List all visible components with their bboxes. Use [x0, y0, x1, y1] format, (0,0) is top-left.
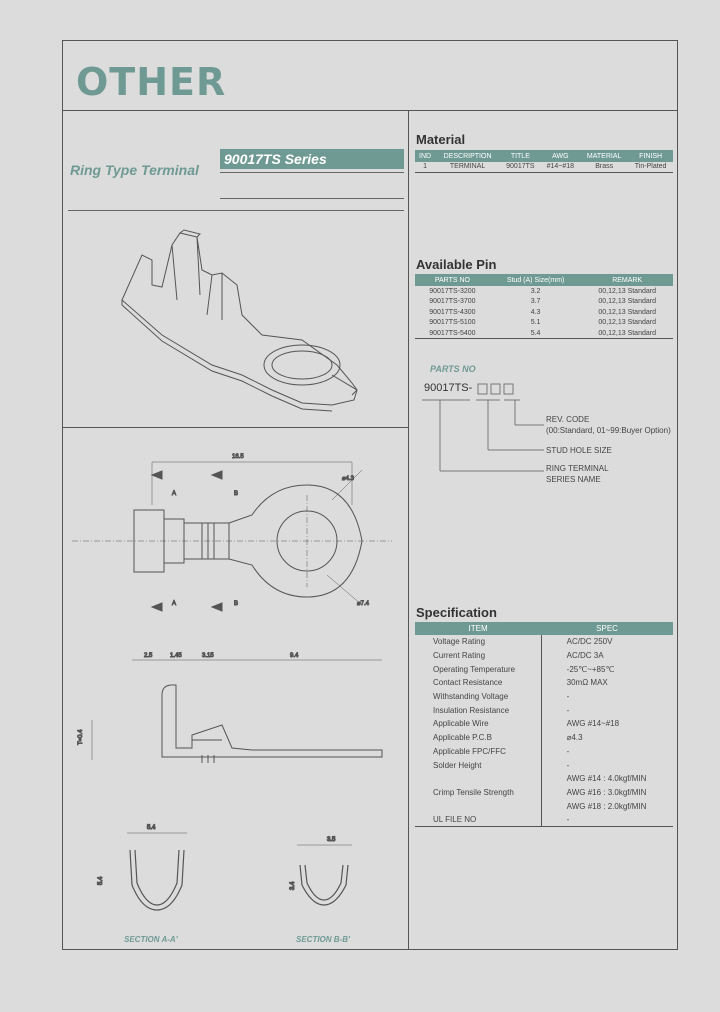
type-label: Ring Type Terminal [70, 162, 199, 178]
dim-sec-a-h: 5.4 [98, 876, 104, 885]
rev-code-desc: (00:Standard, 01~99:Buyer Option) [546, 426, 671, 435]
dim-b-top: B [234, 491, 238, 497]
dim-length: 16.5 [232, 454, 244, 460]
series-name-label-2: SERIES NAME [546, 475, 601, 484]
dim-sec-b-h: 3.4 [290, 881, 296, 890]
table-row: UL FILE NO- [415, 812, 673, 828]
technical-drawing: 16.5 ⌀4.3 ⌀7.4 A B A B 2.5 1.45 3.15 9.4 [72, 229, 392, 911]
material-title: Material [416, 132, 466, 147]
table-row: Operating Temperature-25℃~+85℃ [415, 662, 673, 677]
material-col-description: DESCRIPTION [435, 150, 501, 162]
dim-b-bottom: B [234, 601, 238, 607]
dim-sec-b-w: 3.5 [327, 837, 336, 843]
series-title: 90017TS Series [220, 149, 404, 169]
dim-w3: 3.15 [202, 653, 214, 659]
series-name-label-1: RING TERMINAL [546, 464, 609, 473]
table-row: Withstanding Voltage- [415, 689, 673, 704]
section-a-label: SECTION A-A' [124, 935, 178, 944]
isometric-terminal [121, 229, 358, 412]
section-b-label: SECTION B-B' [296, 935, 350, 944]
material-col-title: TITLE [500, 150, 541, 162]
pin-col-parts-no: PARTS NO [415, 274, 490, 286]
material-table: IND DESCRIPTION TITLE AWG MATERIAL FINIS… [415, 150, 673, 173]
rev-code-label: REV. CODE [546, 415, 590, 424]
side-view: 2.5 1.45 3.15 9.4 T=0.4 [78, 653, 383, 763]
series-underline [220, 172, 404, 173]
brand-title: OTHER [76, 60, 227, 104]
header-rule [68, 210, 404, 211]
dim-a-top: A [172, 491, 176, 497]
table-row: Applicable P.C.B⌀4.3 [415, 730, 673, 745]
material-col-awg: AWG [540, 150, 581, 162]
parts-no-diagram [422, 383, 544, 472]
material-col-material: MATERIAL [580, 150, 629, 162]
section-b: 3.5 3.4 [289, 836, 352, 906]
pin-col-stud-size: Stud (A) Size(mm) [489, 274, 582, 286]
table-row: Insulation Resistance- [415, 703, 673, 718]
dim-w4: 9.4 [290, 653, 299, 659]
spec-col-spec: SPEC [541, 622, 673, 635]
dim-w1: 2.5 [144, 653, 153, 659]
parts-no-code: 90017TS- [424, 382, 473, 394]
dim-h1: T=0.4 [78, 729, 84, 745]
dim-a-bottom: A [172, 601, 176, 607]
dim-w2: 1.45 [170, 653, 182, 659]
table-row: AWG #18 : 2.0kgf/MIN [415, 799, 673, 813]
material-col-ind: IND [415, 150, 436, 162]
specification-title: Specification [416, 605, 497, 620]
stud-hole-label: STUD HOLE SIZE [546, 446, 612, 455]
available-pin-title: Available Pin [416, 257, 497, 272]
series-rule [220, 198, 404, 199]
table-row: Solder Height- [415, 758, 673, 772]
table-row: Applicable FPC/FFC- [415, 744, 673, 759]
section-a: 5.4 5.4 [97, 824, 187, 911]
table-row: 1 TERMINAL 90017TS #14~#18 Brass Tin-Pla… [415, 162, 673, 173]
material-col-finish: FINISH [628, 150, 673, 162]
table-row: AWG #14 : 4.0kgf/MIN [415, 771, 673, 786]
page-frame [62, 40, 678, 950]
spec-col-item: ITEM [415, 622, 542, 635]
column-divider [408, 110, 409, 950]
dim-ring-outer: ⌀7.4 [357, 601, 370, 607]
top-view: 16.5 ⌀4.3 ⌀7.4 A B A B [72, 454, 392, 612]
dim-sec-a-w: 5.4 [147, 825, 156, 831]
left-divider [62, 427, 408, 428]
brand-divider [62, 110, 678, 111]
parts-no-title: PARTS NO [430, 364, 476, 374]
dim-ring-dia: ⌀4.3 [342, 476, 355, 482]
available-pin-table: PARTS NO Stud (A) Size(mm) REMARK 90017T… [415, 274, 673, 339]
pin-col-remark: REMARK [581, 274, 673, 286]
